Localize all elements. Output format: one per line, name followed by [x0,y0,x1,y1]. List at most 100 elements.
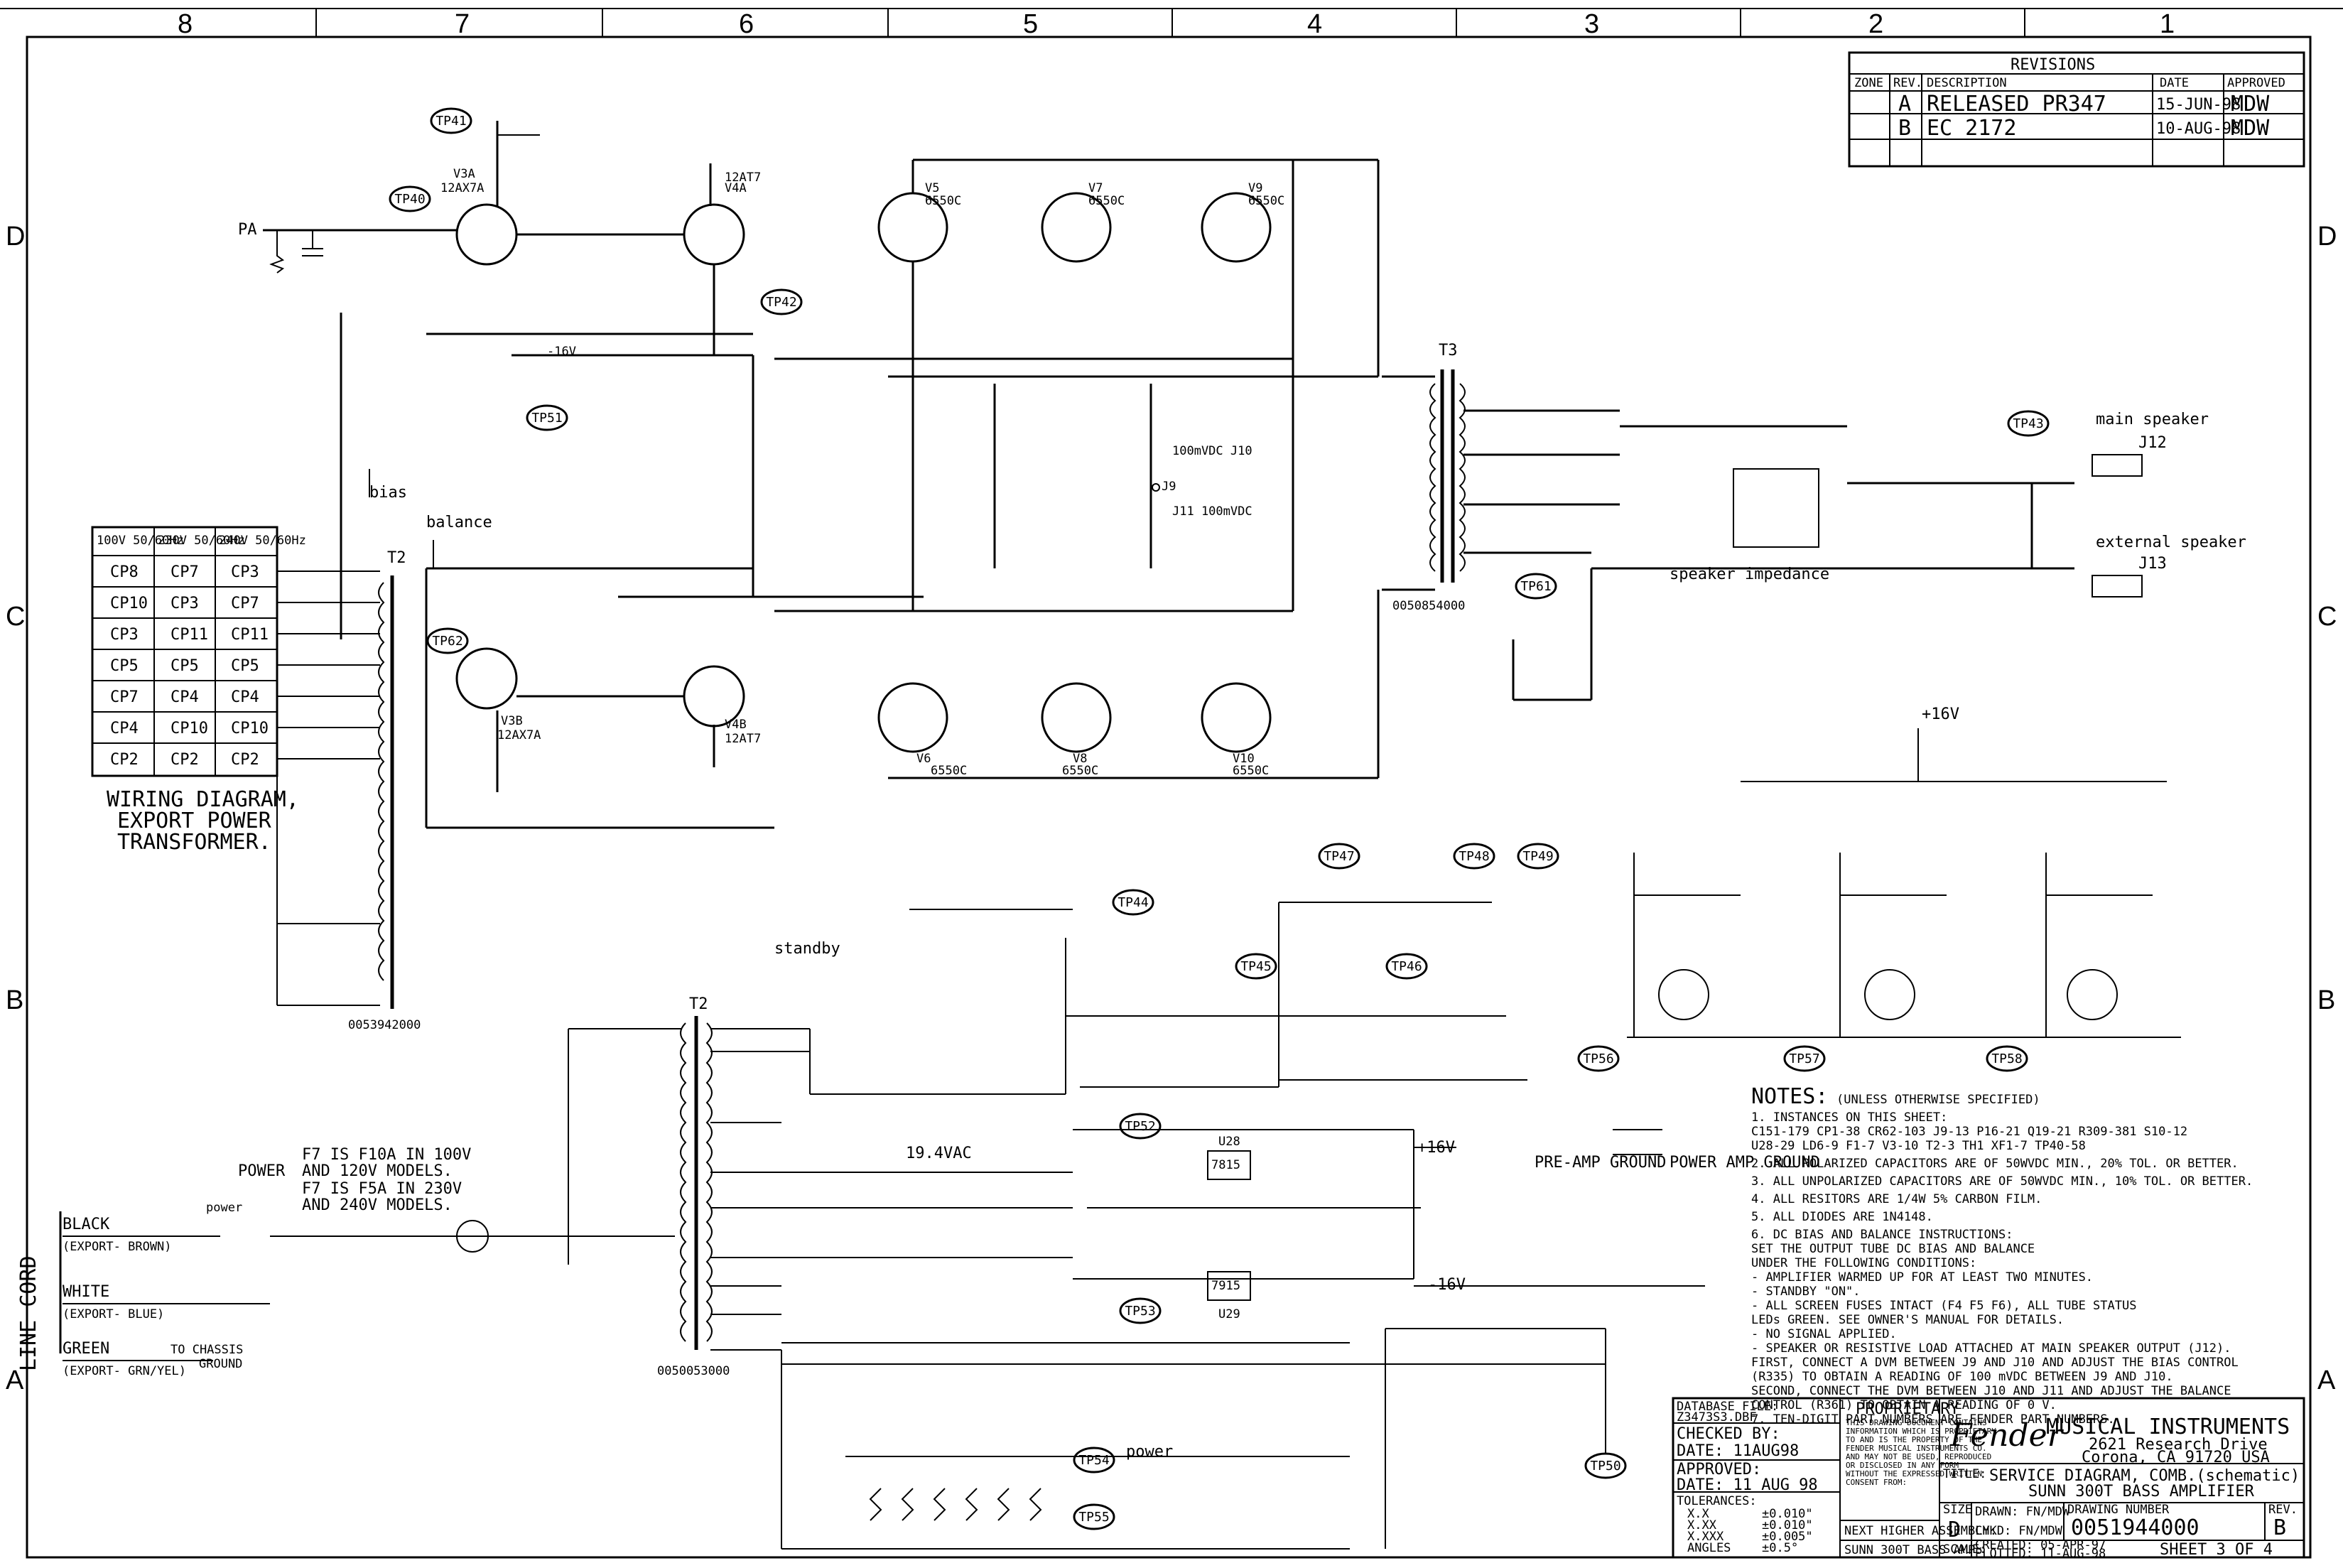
zone-6: 6 [739,9,754,39]
to-chassis-label: TO CHASSIS [171,1343,243,1357]
svg-text:CONSENT FROM:: CONSENT FROM: [1846,1478,1907,1487]
tube-v4b-ref: V4B [725,718,747,732]
svg-text:INFORMATION WHICH IS PROPRIETA: INFORMATION WHICH IS PROPRIETARY [1846,1427,1996,1436]
export-transformer: T2 0053942000 [276,549,421,1032]
svg-text:FENDER MUSICAL INSTRUMENTS CO.: FENDER MUSICAL INSTRUMENTS CO. [1846,1444,1987,1453]
test-points: TP41 TP40 TP42 TP51 TP62 TP43 TP61 TP44 … [389,107,2050,1530]
minus16-label: -16V [1428,1276,1466,1294]
tube-v10-type: 6550C [1233,764,1269,778]
white-wire-export: (EXPORT- BLUE) [63,1307,164,1321]
tp61-label: TP61 [1520,579,1551,594]
svg-text:7915: 7915 [1211,1279,1240,1293]
title-line-1: SERVICE DIAGRAM, COMB.(schematic) [1989,1467,2300,1485]
tp43-label: TP43 [2013,416,2043,431]
svg-text:U28: U28 [1218,1135,1240,1149]
company-name: MUSICAL INSTRUMENTS [2046,1415,2290,1439]
green-wire-export: (EXPORT- GRN/YEL) [63,1364,186,1378]
title-block: DATABASE FILE: Z3473S3.DBF CHECKED BY: D… [1672,1397,2305,1561]
tube-v8-type: 6550C [1062,764,1098,778]
title-label: TITLE: [1943,1467,1986,1481]
tp49-label: TP49 [1522,849,1553,864]
tp47-marker [1318,843,1360,870]
tp52-label: TP52 [1125,1119,1155,1134]
scale-label: SCALE: [1943,1542,1986,1557]
rev-a-desc: RELEASED PR347 [1927,92,2106,117]
zone-d-left: D [6,222,25,252]
wt-r1-c1: CP3 [171,595,199,612]
tp40-label: TP40 [394,192,425,207]
tp54-marker [1073,1447,1115,1474]
tube-v4a-type: 12AT7 [725,171,761,185]
wt-r3-c1: CP5 [171,657,199,675]
wt-caption-2: EXPORT POWER [117,809,272,833]
tp57-marker [1783,1045,1826,1072]
wt-r3-c2: CP5 [231,657,259,675]
tp42-label: TP42 [766,295,796,310]
wt-r3-c0: CP5 [110,657,139,675]
tp58-label: TP58 [1991,1051,2022,1066]
wt-r6-c2: CP2 [231,751,259,769]
sheet-number: SHEET 3 OF 4 [2160,1541,2273,1559]
wt-r0-c2: CP3 [231,563,259,581]
rev-header-desc: DESCRIPTION [1927,76,2007,90]
white-wire-label: WHITE [63,1283,109,1301]
ground-separation: PRE-AMP GROUND POWER AMP GROUND [1535,1129,1820,1172]
wt-r4-c2: CP4 [231,688,259,706]
rev-header-approved: APPROVED [2227,76,2285,90]
f7-note-2b: AND 240V MODELS. [302,1196,453,1214]
notes-block: NOTES: (UNLESS OTHERWISE SPECIFIED) 1. I… [1751,1084,2253,1427]
company-address-2: Corona, CA 91720 USA [2082,1449,2270,1466]
database-file-label: DATABASE FILE: [1677,1400,1778,1414]
tp40-marker [389,185,431,212]
tube-v3a [455,203,518,266]
zone-d-right: D [2317,222,2337,252]
note-line-5: 4. ALL RESITORS ARE 1/4W 5% CARBON FILM. [1751,1192,2042,1206]
zone-5: 5 [1023,9,1038,39]
zone-ticks-top [315,9,2025,37]
rev-a: A [1898,92,1911,117]
transistor-q21 [1658,969,1709,1020]
power-supply: T2 0050053000 7815 U28 [547,345,1959,1550]
note-line-10: - AMPLIFIER WARMED UP FOR AT LEAST TWO M… [1751,1270,2093,1285]
tube-v10 [1201,682,1272,753]
wiring-diagram-table: 100V 50/60Hz 230V 50/60Hz 240V 50/60Hz C… [91,526,306,855]
tp50-marker [1584,1452,1627,1479]
tube-v4a-ref: V4A [725,181,747,195]
note-line-1: C151-179 CP1-38 CR62-103 J9-13 P16-21 Q1… [1751,1125,2187,1139]
wt-header-100: 100V 50/60Hz [97,534,184,548]
zone-8: 8 [178,9,193,39]
wt-r6-c0: CP2 [110,751,139,769]
line-input: LINE CORD BLACK (EXPORT- BROWN) WHITE (E… [16,1146,675,1378]
j9-label: J9 [1162,480,1176,494]
revisions-title: REVISIONS [2011,56,2095,74]
chassis-ground-label: GROUND [199,1357,242,1371]
tube-v7 [1041,192,1112,263]
zone-2: 2 [1868,9,1883,39]
plus16-ref-label: +16V [1922,705,1959,723]
tube-v5-type: 6550C [925,194,961,208]
tolerances-label: TOLERANCES: [1677,1494,1757,1508]
tube-v3b-ref: V3B [501,714,523,728]
tube-v10-ref: V10 [1233,752,1255,766]
rev-value: B [2273,1515,2286,1540]
thermistor-th1 [456,1220,489,1253]
rev-header-rev: REV. [1893,76,1922,90]
transistor-q19 [2067,969,2118,1020]
tp45-marker [1235,953,1277,980]
pa-input-label: PA [238,221,257,239]
rev-header-date: DATE [2160,76,2189,90]
j13-label: J13 [2138,555,2167,573]
drawing-number: 0051944000 [2071,1515,2199,1540]
tube-v8-ref: V8 [1073,752,1087,766]
tube-v5 [877,192,948,263]
note-line-13: LEDs GREEN. SEE OWNER'S MANUAL FOR DETAI… [1751,1313,2064,1327]
tube-v3b [455,647,518,710]
svg-text:OR DISCLOSED IN ANY FORM: OR DISCLOSED IN ANY FORM [1846,1461,1959,1470]
tp50-label: TP50 [1590,1459,1620,1474]
svg-text:WITHOUT THE EXPRESSED WRITTEN: WITHOUT THE EXPRESSED WRITTEN [1846,1469,1982,1478]
rev-a-approved: MDW [2231,92,2270,117]
tp45-label: TP45 [1240,959,1271,974]
tp44-label: TP44 [1118,895,1148,910]
power-tubes: V5 6550C V7 6550C V9 6550C V6 6550C V8 6… [774,158,1380,779]
pre-amp-ground-label: PRE-AMP GROUND [1535,1154,1666,1172]
